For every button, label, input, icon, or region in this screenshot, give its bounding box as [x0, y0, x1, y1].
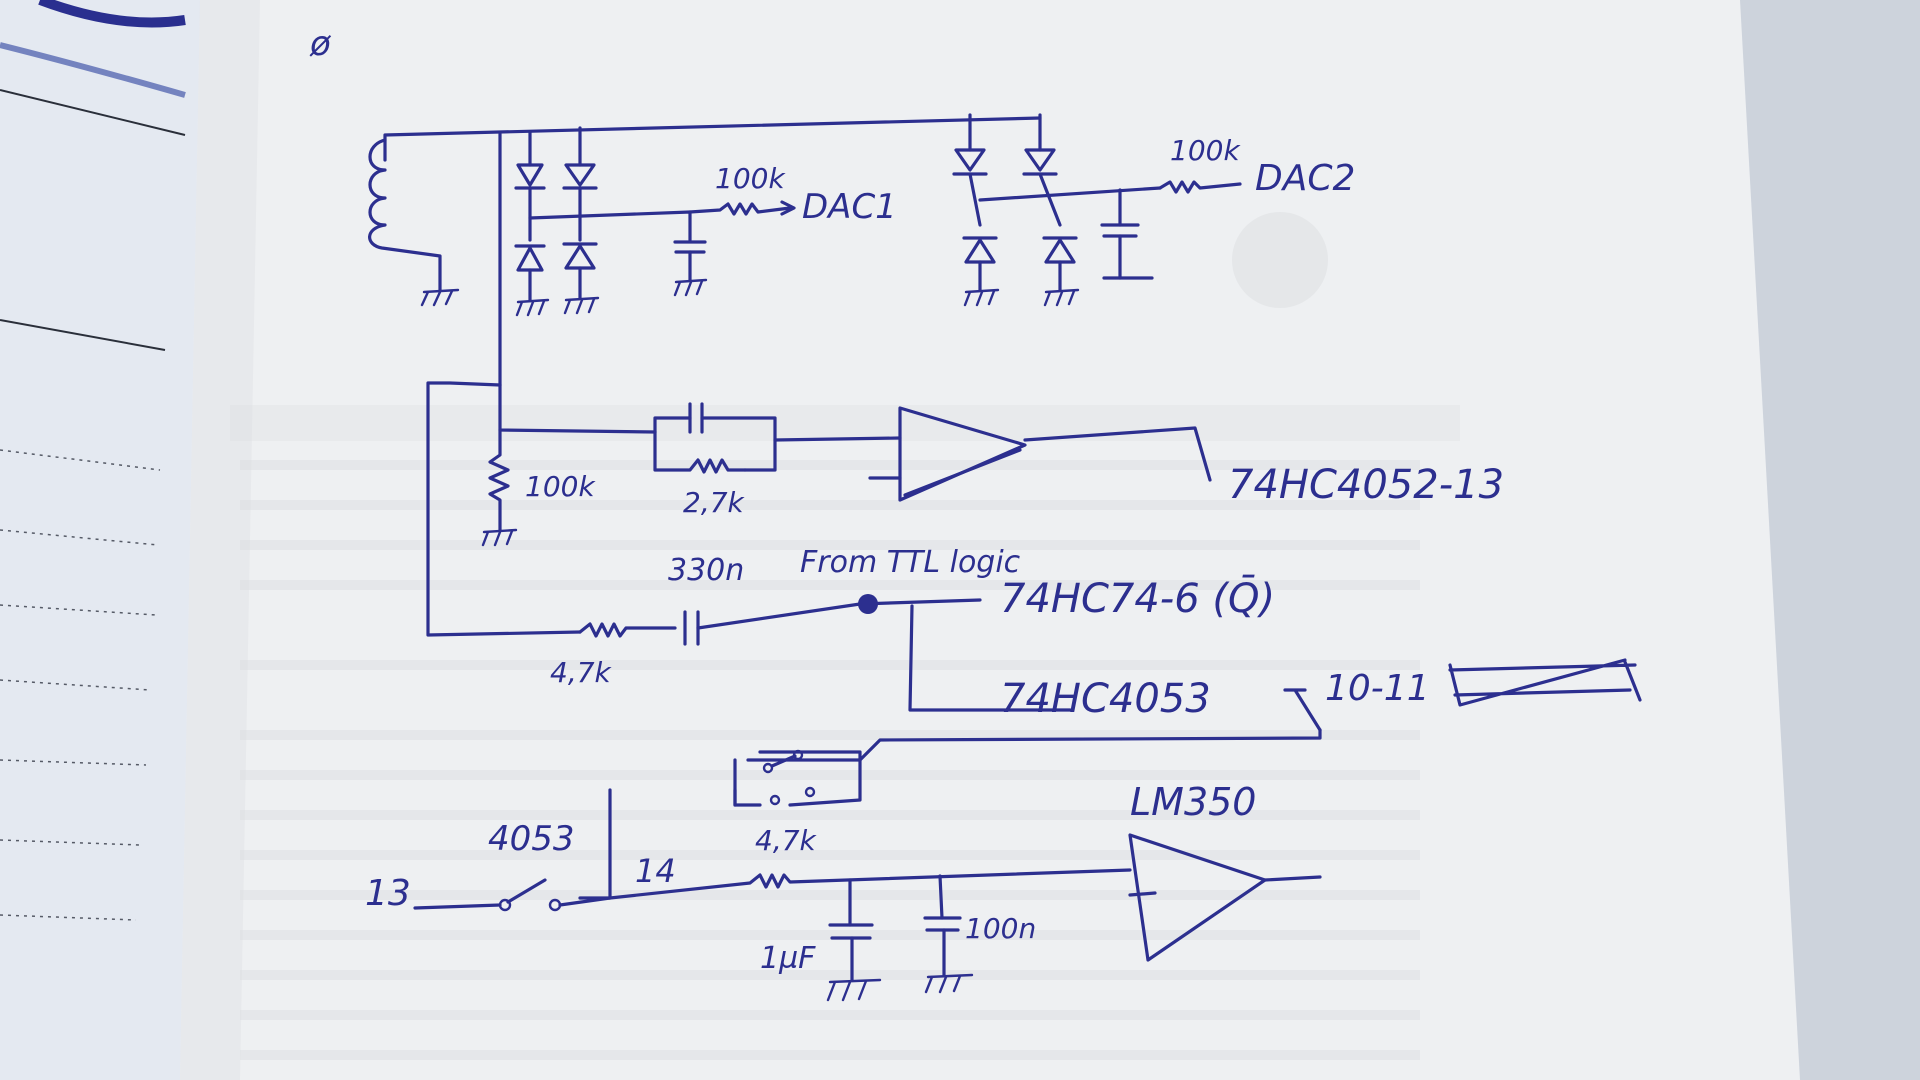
pin-14-label: 14 — [635, 852, 676, 890]
lm350-label: LM350 — [1130, 780, 1257, 824]
capacitor-dac1 — [673, 240, 708, 297]
resistor-ground-100k — [481, 428, 518, 547]
pin-bracket — [1283, 688, 1322, 732]
capacitor-input-label: 330n — [668, 553, 744, 588]
switch-4053 — [413, 878, 612, 912]
capacitor-100n-label: 100n — [965, 912, 1036, 945]
switch-4053-label: 4053 — [488, 819, 575, 859]
coil-inductor — [368, 138, 442, 292]
show-through-print — [230, 212, 1460, 1060]
feedback-loop-wire — [426, 381, 582, 637]
lm350-regulator — [1128, 833, 1322, 962]
pin-13-label: 13 — [365, 873, 411, 914]
notebook-ruled-lines — [0, 89, 186, 351]
corner-mark: ø — [309, 24, 332, 64]
ground-symbol-coil — [420, 288, 460, 307]
notebook-ink-scribble — [38, 0, 186, 28]
capacitor-1uf-label: 1µF — [760, 941, 816, 976]
wire-to-74hc4053 — [908, 604, 1072, 712]
crossed-out-text — [1448, 658, 1642, 707]
resistor-lm350-input — [608, 868, 1132, 900]
junction-dot — [858, 594, 878, 614]
target-74hc74-label: 74HC74-6 (Q̄) — [1000, 574, 1275, 622]
paper-sheet — [180, 0, 1800, 1080]
resistor-feedback-label: 2,7k — [683, 486, 746, 519]
target-74hc4053-label: 74HC4053 — [1000, 676, 1211, 722]
resistor-input-label: 4,7k — [550, 656, 613, 689]
capacitor-dac2 — [1100, 188, 1154, 280]
capacitor-1uf — [826, 878, 882, 1002]
rc-feedback-network — [653, 402, 902, 474]
notebook-page — [0, 0, 200, 1080]
resistor-ground-label: 100k — [525, 470, 596, 503]
resistor-dac1 — [688, 202, 792, 216]
top-bus — [383, 116, 1042, 387]
resistor-dac2-label: 100k — [1170, 134, 1241, 167]
from-ttl-label: From TTL logic — [800, 545, 1021, 580]
pins-4053-label: 10-11 — [1325, 668, 1430, 709]
comparator-opamp — [868, 406, 1212, 502]
diode-clamp-dac2-a — [952, 113, 1000, 307]
resistor-dac2 — [1158, 180, 1242, 194]
diode-clamp-dac1-b — [562, 126, 600, 315]
diode-clamp-dac1-a — [514, 130, 550, 317]
dac1-arrow — [780, 200, 796, 216]
dac2-node-wire — [978, 186, 1162, 202]
resistor-dac1-label: 100k — [715, 162, 786, 195]
notebook-dotted-lines — [0, 449, 161, 921]
dac2-label: DAC2 — [1255, 158, 1355, 199]
paper-shadow — [180, 0, 260, 1080]
comparator-output-label: 74HC4052-13 — [1228, 462, 1504, 508]
control-wire — [746, 728, 1322, 762]
diode-clamp-dac2-b — [1022, 113, 1080, 307]
capacitor-100n — [923, 874, 974, 994]
resistor-input-4k7 — [578, 622, 677, 638]
dac1-label: DAC1 — [802, 187, 897, 227]
notebook-ink-scribble-2 — [0, 42, 186, 98]
resistor-switch-label: 4,7k — [755, 824, 818, 857]
